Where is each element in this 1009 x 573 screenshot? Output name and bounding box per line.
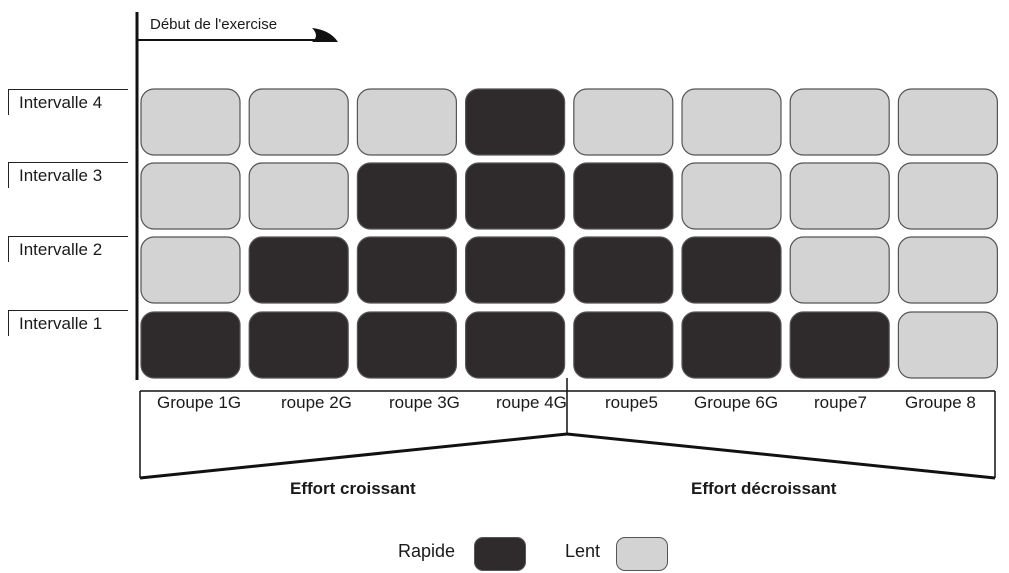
column-label-3: roupe 3G (389, 393, 460, 412)
cell-rapide (356, 162, 457, 230)
cell-rapide (465, 311, 566, 379)
column-label-7: roupe7 (814, 393, 867, 412)
cell-rapide (356, 311, 457, 379)
effort-rising-line (139, 432, 568, 480)
row-label-3: Intervalle 3 (8, 162, 128, 188)
cell-lent (789, 88, 890, 156)
legend-lent-label: Lent (565, 541, 601, 561)
cell-rapide (140, 311, 241, 379)
cell-lent (573, 88, 674, 156)
cell-rapide (356, 236, 457, 304)
cell-rapide (573, 311, 674, 379)
cell-lent (681, 88, 782, 156)
cell-lent (248, 88, 349, 156)
row-label-1: Intervalle 1 (8, 310, 128, 336)
legend-lent-swatch (616, 537, 668, 571)
cell-rapide (681, 311, 782, 379)
cell-rapide (248, 236, 349, 304)
cell-lent (897, 236, 999, 304)
column-label-8: Groupe 8 (905, 393, 976, 412)
cell-rapide (465, 88, 566, 156)
row-label-4: Intervalle 4 (8, 89, 128, 115)
legend-rapide-label: Rapide (398, 541, 456, 561)
start-arrow-head (312, 28, 338, 42)
cell-lent (897, 162, 999, 230)
column-label-5: roupe5 (605, 393, 658, 412)
start-label: Début de l'exercise (150, 16, 278, 33)
cell-rapide (465, 162, 566, 230)
cell-lent (897, 88, 999, 156)
cell-lent (897, 311, 999, 379)
cell-lent (140, 88, 241, 156)
column-label-2: roupe 2G (281, 393, 352, 412)
legend-rapide-swatch (474, 537, 526, 571)
effort-decreasing-label: Effort décroissant (691, 479, 837, 498)
column-label-1: Groupe 1G (157, 393, 242, 412)
effort-increasing-label: Effort croissant (290, 479, 416, 498)
row-label-2: Intervalle 2 (8, 236, 128, 262)
cell-rapide (681, 236, 782, 304)
cell-lent (681, 162, 782, 230)
cell-rapide (465, 236, 566, 304)
cell-lent (789, 162, 890, 230)
cell-rapide (248, 311, 349, 379)
cell-lent (356, 88, 457, 156)
column-label-4: roupe 4G (496, 393, 567, 412)
column-label-6: Groupe 6G (694, 393, 779, 412)
cell-rapide (573, 162, 674, 230)
cell-lent (140, 236, 241, 304)
cell-rapide (573, 236, 674, 304)
cell-lent (248, 162, 349, 230)
cell-rapide (789, 311, 890, 379)
cell-lent (140, 162, 241, 230)
cell-lent (789, 236, 890, 304)
effort-falling-line (566, 432, 996, 480)
